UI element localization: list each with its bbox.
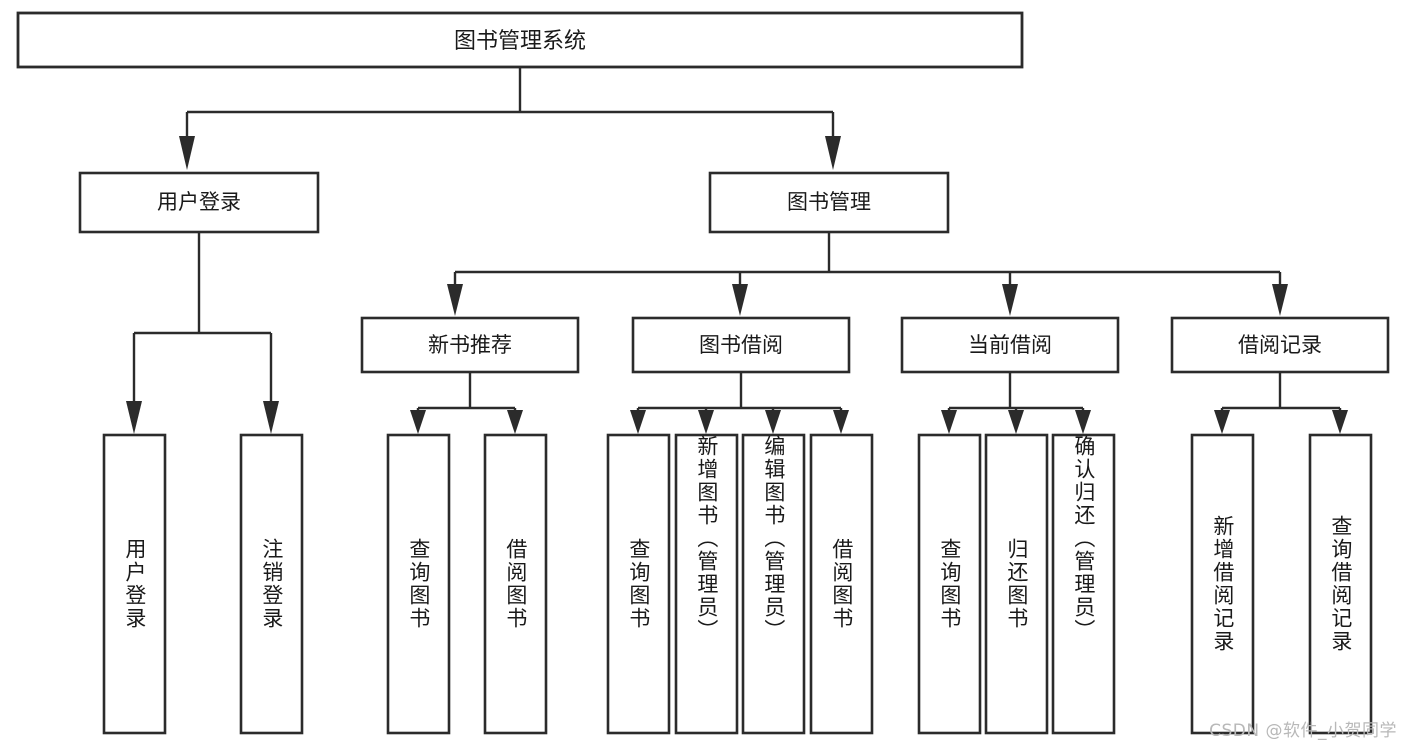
leaf-box-query-book-3[interactable] bbox=[917, 433, 982, 735]
node-current-borrow[interactable]: 当前借阅 bbox=[900, 316, 1120, 374]
current-borrow-label: 当前借阅 bbox=[968, 333, 1052, 357]
node-new-book-recommend[interactable]: 新书推荐 bbox=[360, 316, 580, 374]
leaf-box-add-book[interactable] bbox=[674, 433, 739, 735]
node-borrow-records[interactable]: 借阅记录 bbox=[1170, 316, 1390, 374]
root-box[interactable] bbox=[16, 11, 1024, 69]
connector-current-borrow-to-leaves bbox=[941, 372, 1091, 434]
leaf-box-user-login[interactable] bbox=[102, 433, 167, 735]
arrow-to-book-manage bbox=[825, 136, 841, 170]
book-management-label: 图书管理 bbox=[787, 190, 871, 214]
current-borrow-box[interactable] bbox=[900, 316, 1120, 374]
leaf-box-logout[interactable] bbox=[239, 433, 304, 735]
leaf-box-confirm-return[interactable] bbox=[1051, 433, 1116, 735]
new-book-recommend-box[interactable] bbox=[360, 316, 580, 374]
leaf-box-query-book-2[interactable] bbox=[606, 433, 671, 735]
root-label: 图书管理系统 bbox=[454, 29, 586, 54]
leaf-box-add-record[interactable] bbox=[1190, 433, 1255, 735]
node-book-management[interactable]: 图书管理 bbox=[708, 171, 950, 234]
node-root[interactable]: 图书管理系统 bbox=[16, 11, 1024, 69]
user-login-label: 用户登录 bbox=[157, 190, 241, 214]
leaf-box-edit-book[interactable] bbox=[741, 433, 806, 735]
arrow-to-user-login bbox=[179, 136, 195, 170]
connector-user-login-to-leaves bbox=[126, 232, 279, 434]
csdn-watermark: CSDN @软件_小贺同学 bbox=[1209, 721, 1397, 741]
leaf-box-return-book[interactable] bbox=[984, 433, 1049, 735]
node-book-borrow[interactable]: 图书借阅 bbox=[631, 316, 851, 374]
connector-new-book-to-leaves bbox=[410, 372, 523, 434]
new-book-recommend-label: 新书推荐 bbox=[428, 333, 512, 357]
leaf-box-borrow-book-1[interactable] bbox=[483, 433, 548, 735]
leaf-box-query-record[interactable] bbox=[1308, 433, 1373, 735]
connector-book-borrow-to-leaves bbox=[630, 372, 849, 434]
connector-book-management-to-level3 bbox=[447, 232, 1288, 316]
leaf-box-borrow-book-2[interactable] bbox=[809, 433, 874, 735]
book-borrow-label: 图书借阅 bbox=[699, 333, 783, 357]
borrow-records-label: 借阅记录 bbox=[1238, 333, 1322, 357]
leaf-box-query-book-1[interactable] bbox=[386, 433, 451, 735]
node-user-login[interactable]: 用户登录 bbox=[78, 171, 320, 234]
user-login-box[interactable] bbox=[78, 171, 320, 234]
connector-borrow-records-to-leaves bbox=[1214, 372, 1348, 434]
connector-root-to-level2 bbox=[179, 67, 841, 170]
